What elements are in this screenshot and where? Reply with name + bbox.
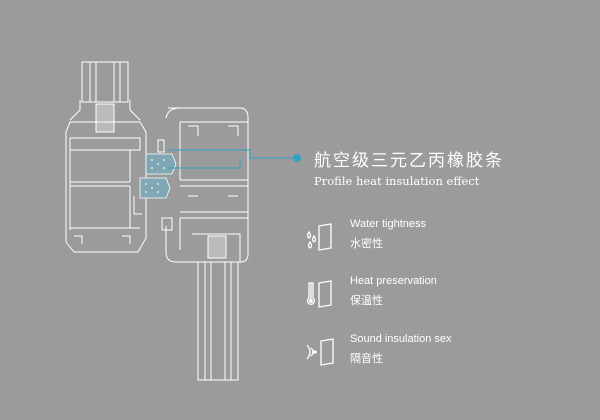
feature-label-zh: 水密性 bbox=[350, 237, 383, 250]
water-drop-panel-icon bbox=[306, 223, 332, 251]
upper-glass-pane bbox=[69, 61, 141, 133]
feature-heat-preservation: Heat preservation 保温性 bbox=[303, 275, 593, 315]
lower-glass-pane bbox=[192, 233, 241, 381]
feature-label-zh: 保温性 bbox=[350, 294, 383, 307]
feature-label-en: Heat preservation bbox=[350, 275, 437, 287]
sound-wave-panel-icon bbox=[306, 338, 334, 366]
gasket-title: 航空级三元乙丙橡胶条 bbox=[314, 151, 504, 171]
thermometer-panel-icon bbox=[306, 280, 332, 308]
right-frame-profile bbox=[157, 107, 249, 263]
feature-label-zh: 隔音性 bbox=[350, 352, 383, 365]
callout-leader-line bbox=[168, 149, 301, 169]
left-sash-profile bbox=[65, 121, 147, 253]
feature-label-en: Water tightness bbox=[350, 218, 427, 230]
feature-sound-insulation: Sound insulation sex 隔音性 bbox=[303, 333, 593, 373]
feature-water-tightness: Water tightness 水密性 bbox=[303, 218, 593, 258]
callout-dot bbox=[293, 154, 301, 162]
epdm-gasket-highlight bbox=[139, 153, 177, 199]
feature-label-en: Sound insulation sex bbox=[350, 333, 452, 345]
gasket-subtitle: Profile heat insulation effect bbox=[314, 174, 480, 188]
